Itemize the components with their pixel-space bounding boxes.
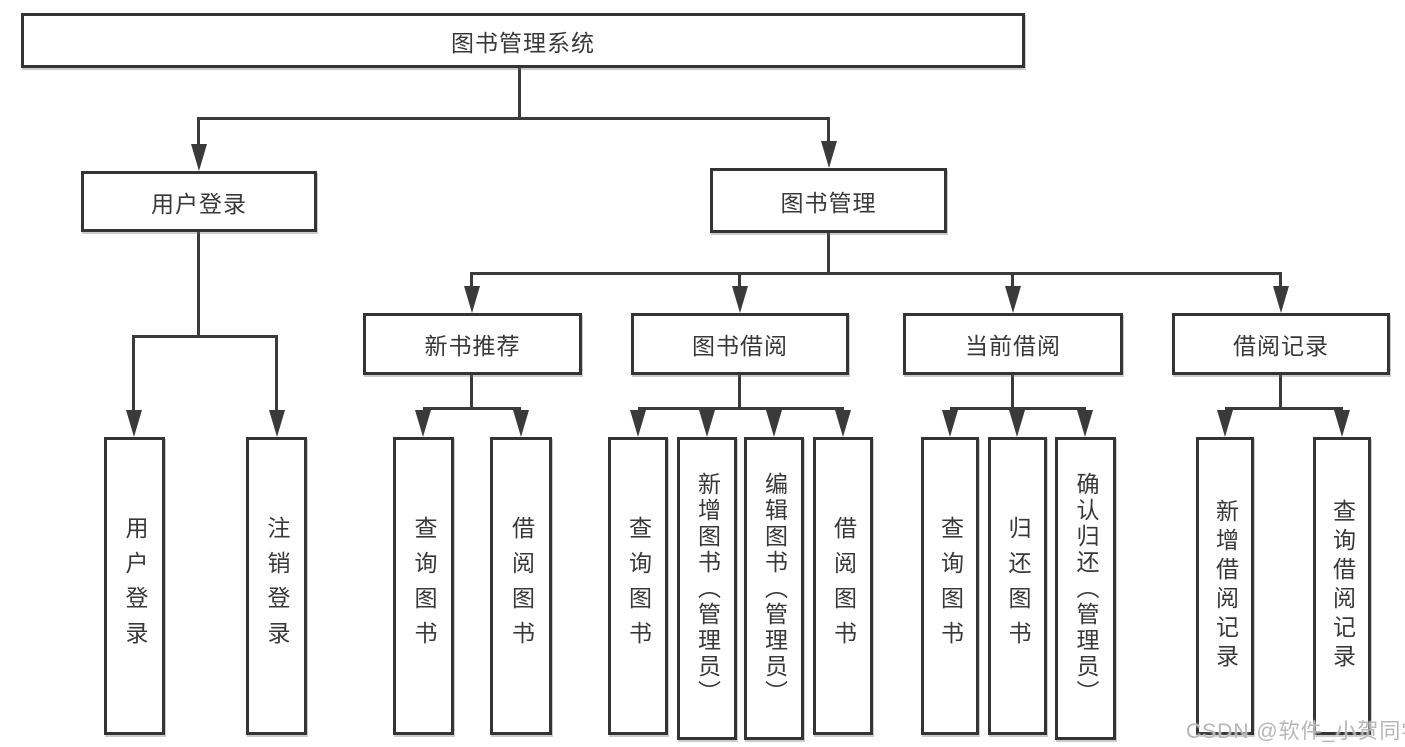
connector	[738, 272, 741, 289]
arrow-down-icon	[464, 286, 480, 313]
node-label: 查询图书	[411, 516, 437, 656]
node-new-book-recommend: 新书推荐	[363, 313, 582, 375]
node-label: 借阅记录	[1233, 333, 1329, 359]
leaf-user-login: 用户登录	[104, 437, 165, 735]
arrow-down-icon	[1005, 286, 1021, 313]
node-borrowing-records: 借阅记录	[1172, 313, 1390, 375]
arrow-down-icon	[1334, 410, 1350, 437]
node-label: 图书管理系统	[451, 29, 595, 56]
node-label: 新增借阅记录	[1212, 499, 1239, 673]
arrow-down-icon	[513, 410, 529, 437]
node-label: 注销登录	[264, 516, 290, 656]
leaf-confirm-return-admin: 确认归还（管理员）	[1055, 437, 1116, 740]
connector	[1225, 407, 1343, 410]
leaf-edit-book-admin: 编辑图书（管理员）	[744, 437, 804, 740]
connector	[472, 272, 1282, 275]
node-label: 编辑图书（管理员）	[761, 471, 788, 706]
csdn-watermark: CSDN @软件_小贺同学	[1186, 720, 1405, 743]
node-book-borrowing: 图书借阅	[631, 313, 849, 375]
node-label: 用户登录	[151, 190, 247, 217]
connector	[132, 335, 135, 413]
leaf-query-books-borrowing: 查询图书	[608, 437, 668, 735]
connector	[827, 117, 830, 145]
arrow-down-icon	[191, 144, 207, 171]
arrow-down-icon	[415, 410, 431, 437]
leaf-logout: 注销登录	[246, 437, 307, 735]
connector	[275, 335, 278, 413]
leaf-query-books-recommend: 查询图书	[393, 437, 454, 735]
connector	[518, 66, 521, 120]
node-label: 当前借阅	[965, 333, 1061, 359]
node-label: 用户登录	[122, 516, 148, 656]
node-label: 图书管理	[780, 189, 877, 216]
connector	[1279, 272, 1282, 289]
connector	[470, 272, 473, 289]
arrow-down-icon	[1217, 410, 1233, 437]
node-label: 图书借阅	[692, 333, 788, 359]
connector	[1279, 375, 1282, 409]
connector	[638, 407, 844, 410]
connector	[470, 375, 473, 409]
node-current-borrowing: 当前借阅	[903, 313, 1123, 375]
leaf-borrow-books: 借阅图书	[813, 437, 873, 735]
arrow-down-icon	[942, 410, 958, 437]
connector	[1011, 272, 1014, 289]
leaf-return-books: 归还图书	[988, 437, 1047, 735]
arrow-down-icon	[732, 286, 748, 313]
arrow-down-icon	[126, 410, 142, 437]
node-label: 查询借阅记录	[1329, 499, 1356, 673]
connector	[1011, 375, 1014, 409]
leaf-borrow-books-recommend: 借阅图书	[490, 437, 552, 735]
node-label: 查询图书	[937, 516, 964, 656]
node-book-management: 图书管理	[710, 168, 947, 233]
arrow-down-icon	[766, 410, 782, 437]
connector	[199, 117, 830, 120]
leaf-add-book-admin: 新增图书（管理员）	[677, 437, 737, 740]
node-root-library-system: 图书管理系统	[21, 13, 1025, 68]
connector	[197, 232, 200, 337]
node-label: 借阅图书	[508, 516, 535, 656]
arrow-down-icon	[1009, 410, 1025, 437]
node-label: 查询图书	[625, 516, 652, 656]
arrow-down-icon	[630, 410, 646, 437]
arrow-down-icon	[269, 410, 285, 437]
node-label: 确认归还（管理员）	[1073, 471, 1099, 706]
leaf-query-books-current: 查询图书	[921, 437, 979, 735]
connector	[950, 407, 1086, 410]
node-label: 借阅图书	[830, 516, 857, 656]
connector	[197, 117, 200, 147]
arrow-down-icon	[835, 410, 851, 437]
leaf-query-borrow-record: 查询借阅记录	[1313, 437, 1371, 735]
arrow-down-icon	[1077, 410, 1093, 437]
node-label: 新增图书（管理员）	[694, 471, 721, 706]
arrow-down-icon	[821, 141, 837, 168]
connector	[134, 335, 278, 338]
connector	[423, 407, 521, 410]
leaf-add-borrow-record: 新增借阅记录	[1196, 437, 1254, 735]
node-user-login: 用户登录	[81, 171, 317, 232]
node-label: 新书推荐	[424, 333, 521, 359]
connector	[827, 233, 830, 274]
node-label: 归还图书	[1005, 516, 1031, 656]
arrow-down-icon	[699, 410, 715, 437]
arrow-down-icon	[1273, 286, 1289, 313]
connector	[738, 375, 741, 409]
